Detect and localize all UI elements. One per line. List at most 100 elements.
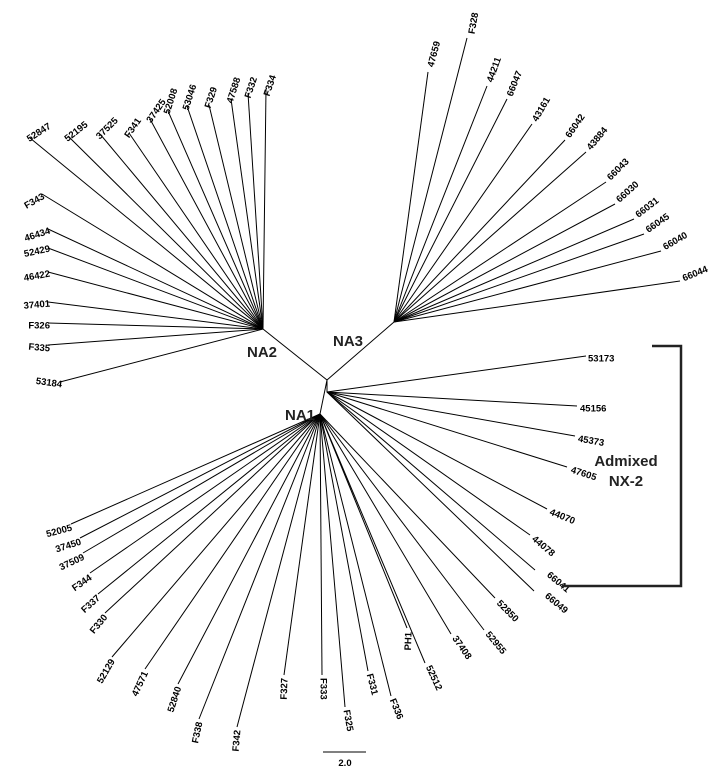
leaf-label: 53173 [588,354,614,365]
branch-leaf [47,247,264,330]
branch-leaf [326,391,531,536]
admixed-label-line1: Admixed [594,453,657,470]
leaf-label: 47588 [225,76,244,105]
branch-leaf [177,413,321,685]
leaf-label: 45373 [577,434,605,449]
branch-leaf [47,328,264,346]
branch-leaf [326,391,578,407]
leaf-label: 66043 [605,156,631,182]
leaf-label: F337 [79,593,102,616]
leaf-label: F325 [341,709,356,733]
leaf-label: 52847 [25,121,53,145]
scale-bar-label: 2.0 [338,758,351,768]
leaf-label: 52005 [45,523,74,541]
branch-leaf [319,413,496,599]
leaf-label: F331 [364,673,380,697]
branch-leaf [393,71,429,323]
leaf-label: F334 [262,73,279,98]
leaf-label: F333 [317,678,328,700]
branch-leaf [99,133,264,330]
leaf-label: F328 [467,12,482,35]
leaf-label: PH1 [403,631,415,651]
branch-leaf [29,137,264,330]
branch-leaf [393,85,488,323]
branch-leaf [186,105,264,330]
branch-leaf [149,118,264,330]
branch-leaf [326,391,548,510]
leaf-label: 44070 [548,507,577,527]
branch-leaf [82,413,321,554]
branch-leaf [393,280,681,323]
leaf-label: 52429 [23,244,51,260]
leaf-label: F341 [123,116,145,141]
leaf-label: 66049 [542,591,569,616]
branch-leaf [67,135,264,330]
leaf-label: F335 [28,342,51,355]
leaf-label: F342 [231,730,244,753]
branch-leaf [326,391,568,468]
admixed-label-line2: NX-2 [609,473,643,490]
leaf-label: 53046 [181,83,200,112]
branch-leaf [79,413,321,539]
branch-leaf [89,413,321,574]
branch-leaf [198,413,321,720]
branch-leaf [167,110,264,330]
branch-leaf [393,37,468,323]
leaf-label: 37408 [449,634,473,662]
branch-leaf [47,271,264,330]
leaf-label: F329 [203,86,220,110]
leaf-label: F336 [387,697,405,721]
branch-leaf [262,88,267,330]
leaf-label: 52850 [494,598,520,624]
branch-leaf [283,413,321,676]
branch-leaf [393,203,616,323]
branch-leaf [59,328,264,383]
leaf-label: F338 [190,721,205,744]
branch-leaf [393,98,508,323]
clade-label-na2: NA2 [247,344,277,361]
branch-leaf [208,104,264,330]
leaf-label: 37525 [94,115,121,142]
branch-leaf [319,413,426,664]
leaf-label: 66040 [661,230,689,253]
leaf-label: 37509 [58,552,87,573]
leaf-label: F327 [279,678,291,700]
branch-leaf [41,193,264,330]
tree-branches [29,37,681,728]
branch-leaf [144,413,321,670]
branch-leaf [319,413,392,697]
leaf-label: 53184 [35,376,63,391]
leaf-label: 66042 [564,112,588,140]
branch-leaf [393,218,635,323]
branch-leaf [236,413,321,728]
leaf-label: F344 [70,572,95,594]
branch-leaf [393,181,607,323]
leaf-label: 45156 [580,404,606,415]
branch-root-na3 [326,321,395,381]
leaf-label: 46434 [23,226,52,245]
branch-leaf [104,413,321,614]
branch-leaf [247,92,264,330]
branch-leaf [47,322,264,330]
leaf-label: F332 [243,76,260,100]
leaf-label: 66030 [614,179,641,205]
branch-leaf [393,139,566,323]
branch-leaf [393,233,645,323]
clade-label-na1: NA1 [285,407,315,424]
branch-leaf [393,123,533,323]
branch-leaf [326,355,587,393]
branch-leaf [326,391,536,571]
branch-leaf [319,413,323,676]
leaf-label: 52129 [95,657,118,685]
leaf-label: 44078 [529,534,556,559]
branch-root-na2 [262,328,328,381]
leaf-label: F330 [88,612,110,636]
leaf-label: 52840 [166,685,185,714]
branch-leaf [393,250,662,323]
branch-leaf [326,391,535,592]
branch-leaf [319,413,485,631]
leaf-label: 66047 [505,69,525,98]
leaf-label: 37401 [23,298,51,311]
leaf-label: 44211 [485,55,504,84]
